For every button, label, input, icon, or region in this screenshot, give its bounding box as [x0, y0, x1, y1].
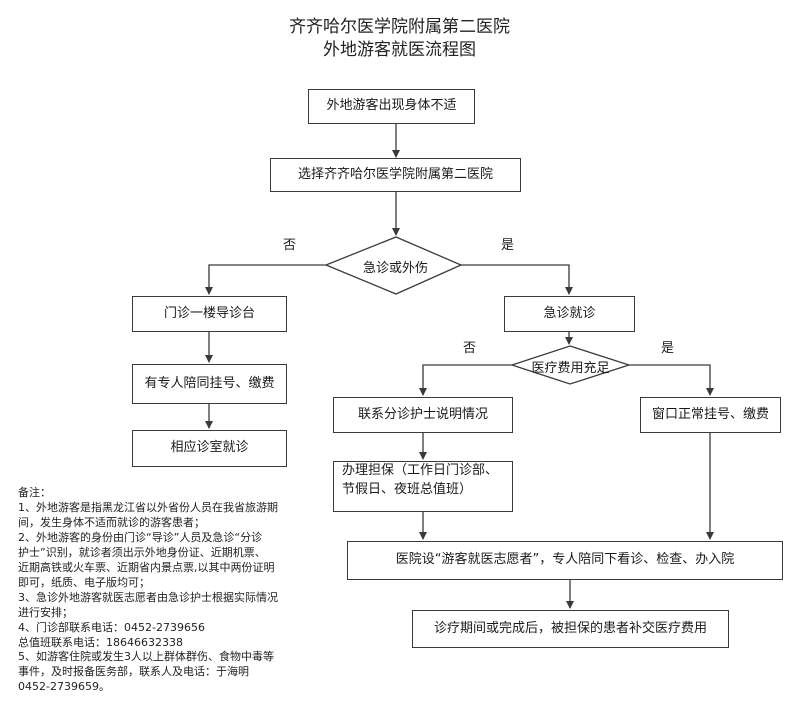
emergency-yes-label: 是	[501, 238, 515, 253]
notes-line: 事件，及时报备医务部，联系人及电话：于海明	[18, 665, 249, 679]
choose-hospital-node: 选择齐齐哈尔医学院附属第二医院	[270, 158, 521, 192]
payment-after-node: 诊疗期间或完成后，被担保的患者补交医疗费用	[412, 610, 729, 648]
notes-line: 近期高铁或火车票、近期省内景点票,以其中两份证明	[18, 560, 275, 574]
emergency-visit-node: 急诊就诊	[504, 296, 635, 332]
emergency-decision-diamond	[324, 236, 463, 295]
notes-line: 5、如游客住院或发生3人以上群体群伤、食物中毒等	[18, 650, 274, 664]
notes-line: 4、门诊部联系电话：0452-2739656	[18, 620, 205, 634]
notes-line: 2、外地游客的身份由门诊“导诊”人员及急诊“分诊	[18, 530, 263, 544]
notes-line: 0452-2739659。	[18, 680, 110, 694]
guarantee-line2: 节假日、夜班总值班）	[342, 481, 473, 497]
notes-line: 总值班联系电话：18646632338	[18, 635, 183, 649]
notes-line: 间，发生身体不适而就诊的游客患者；	[18, 515, 205, 529]
fee-decision-diamond	[509, 345, 632, 385]
fee-yes-label: 是	[661, 341, 675, 356]
volunteer-node: 医院设“游客就医志愿者”，专人陪同下看诊、检查、办入院	[347, 541, 783, 580]
notes-line: 1、外地游客是指黑龙江省以外省份人员在我省旅游期	[18, 500, 278, 514]
notes-line: 护士”识别，就诊者须出示外地身份证、近期机票、	[18, 545, 266, 559]
contact-nurse-node: 联系分诊护士说明情况	[333, 397, 513, 433]
diagram-title-line1: 齐齐哈尔医学院附属第二医院	[289, 17, 510, 37]
emergency-no-label: 否	[283, 238, 297, 253]
guarantee-line1: 办理担保（工作日门诊部、	[342, 463, 499, 478]
outpatient-guide-node: 门诊一楼导诊台	[132, 296, 287, 332]
notes-line: 进行安排；	[18, 605, 73, 619]
notes-block: 备注： 1、外地游客是指黑龙江省以外省份人员在我省旅游期 间，发生身体不适而就诊…	[18, 486, 318, 695]
notes-line: 备注：	[18, 486, 51, 499]
fee-no-label: 否	[463, 341, 477, 356]
notes-line: 即可，纸质、电子版均可；	[18, 575, 150, 589]
notes-line: 3、急诊外地游客就医志愿者由急诊护士根据实际情况	[18, 590, 278, 604]
window-register-node: 窗口正常挂号、缴费	[640, 397, 781, 433]
fee-decision-label: 医疗费用充足	[531, 361, 610, 376]
emergency-decision-label: 急诊或外伤	[362, 261, 428, 276]
guarantee-node: 办理担保（工作日门诊部、 节假日、夜班总值班）	[333, 461, 513, 512]
clinic-visit-node: 相应诊室就诊	[132, 430, 287, 467]
start-node: 外地游客出现身体不适	[308, 89, 475, 124]
diagram-title-line2: 外地游客就医流程图	[323, 40, 476, 60]
escort-register-node: 有专人陪同挂号、缴费	[132, 364, 287, 404]
